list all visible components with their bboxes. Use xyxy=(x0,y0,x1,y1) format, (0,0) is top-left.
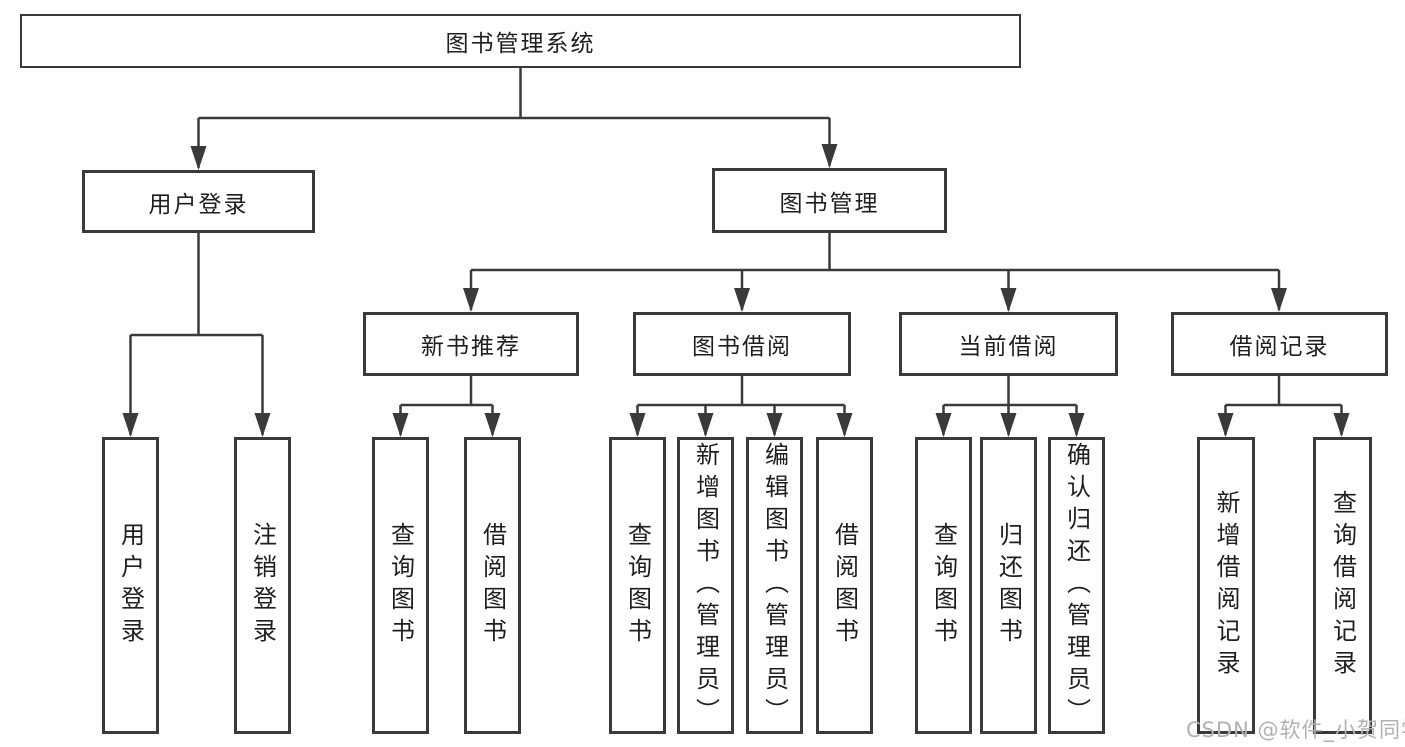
node-user-login: 用户登录 xyxy=(82,170,315,233)
node-library-system: 图书管理系统 xyxy=(20,14,1021,68)
node-label: 查询图书 xyxy=(386,521,415,650)
node-book-borrow: 图书借阅 xyxy=(633,312,851,376)
node-leaf-query-book-2: 查询图书 xyxy=(609,437,666,734)
node-borrow-records: 借阅记录 xyxy=(1171,312,1388,376)
node-label: 用户登录 xyxy=(116,521,145,650)
node-leaf-borrow-book-1: 借阅图书 xyxy=(464,437,521,734)
node-leaf-query-book-1: 查询图书 xyxy=(372,437,429,734)
node-leaf-edit-book-admin: 编辑图书（管理员） xyxy=(746,437,803,734)
node-label: 新增图书（管理员） xyxy=(691,441,720,730)
node-label: 查询借阅记录 xyxy=(1328,489,1357,682)
node-leaf-return-book: 归还图书 xyxy=(980,437,1037,734)
node-leaf-logout: 注销登录 xyxy=(234,437,291,734)
node-leaf-add-borrow-record: 新增借阅记录 xyxy=(1197,437,1255,734)
node-label: 注销登录 xyxy=(248,521,277,650)
node-leaf-query-book-3: 查询图书 xyxy=(915,437,972,734)
node-label: 编辑图书（管理员） xyxy=(760,441,789,730)
node-leaf-add-book-admin: 新增图书（管理员） xyxy=(677,437,734,734)
node-label: 查询图书 xyxy=(623,521,652,650)
connector-borrow-children xyxy=(629,376,853,437)
node-label: 确认归还（管理员） xyxy=(1062,441,1091,730)
node-current-borrow: 当前借阅 xyxy=(899,312,1118,376)
node-leaf-borrow-book-2: 借阅图书 xyxy=(816,437,873,734)
csdn-watermark: CSDN @软件_小贺同学 xyxy=(1186,718,1405,742)
node-label: 借阅图书 xyxy=(478,521,507,650)
node-new-book-recommend: 新书推荐 xyxy=(363,312,579,376)
connector-records-children xyxy=(1217,376,1350,437)
node-leaf-query-borrow-record: 查询借阅记录 xyxy=(1313,437,1372,734)
node-leaf-user-login: 用户登录 xyxy=(102,437,159,734)
node-label: 查询图书 xyxy=(929,521,958,650)
node-label: 借阅图书 xyxy=(830,521,859,650)
connector-root-to-level2 xyxy=(190,68,838,170)
node-label: 归还图书 xyxy=(994,521,1023,650)
node-book-management: 图书管理 xyxy=(712,168,947,233)
connector-userlogin-children xyxy=(122,233,271,437)
node-label: 新增借阅记录 xyxy=(1212,489,1240,682)
node-leaf-confirm-return-admin: 确认归还（管理员） xyxy=(1048,437,1105,734)
connector-newbook-children xyxy=(392,376,501,437)
connector-bookmgmt-to-level3 xyxy=(463,233,1287,312)
connector-current-children xyxy=(935,376,1085,437)
